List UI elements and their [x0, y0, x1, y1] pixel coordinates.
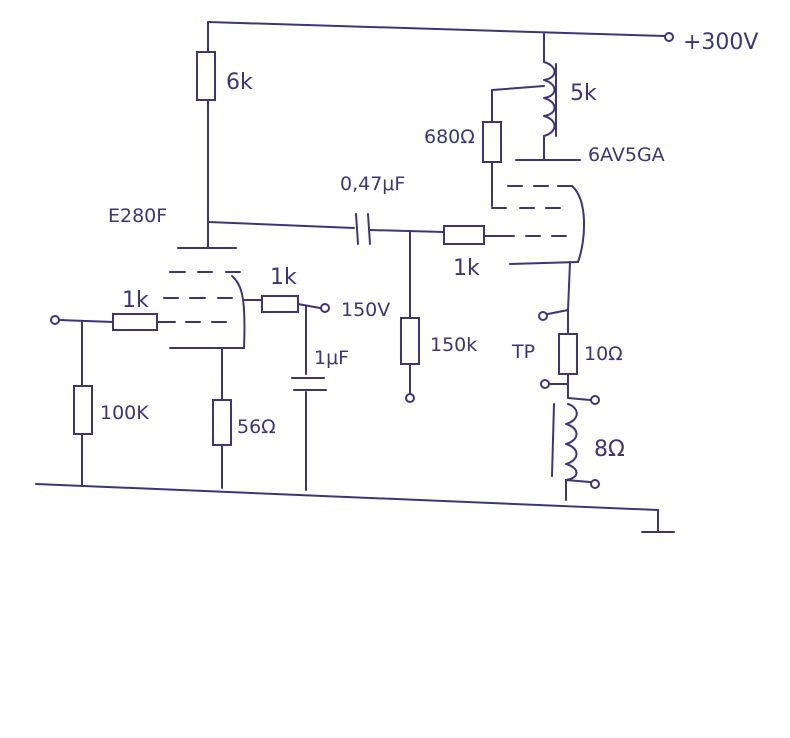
ground-rail: [35, 483, 675, 533]
anode-resistor-label: 6k: [226, 70, 253, 95]
supply-label: +300V: [683, 30, 758, 55]
test-point-label: TP: [511, 341, 535, 363]
output-transformer-primary: [543, 33, 557, 161]
supply-rail: [207, 21, 674, 42]
coupling-capacitor: [355, 213, 445, 245]
grid-leak-resistor: [73, 321, 93, 487]
plate-wire: [207, 221, 355, 229]
screen-resistor-label: 1k: [270, 265, 297, 290]
grid-stopper-label: 1k: [453, 256, 480, 281]
tube2: [491, 159, 585, 265]
cathode-resistor-label: 56Ω: [237, 416, 276, 438]
grid-resistor-label: 1k: [122, 288, 149, 313]
sense-resistor-label: 10Ω: [584, 343, 623, 365]
screen-stopper-label: 680Ω: [424, 126, 475, 148]
tube1: [159, 247, 246, 349]
cathode-chain: [538, 261, 600, 405]
screen-capacitor: [291, 305, 327, 491]
screen-resistor: [243, 295, 330, 313]
cathode-resistor: [212, 347, 232, 489]
grid-resistor: [112, 313, 171, 331]
tube2-label: 6AV5GA: [588, 144, 665, 166]
anode-resistor: [196, 21, 216, 249]
screen-voltage-label: 150V: [341, 299, 390, 321]
transformer-label: 5k: [570, 81, 597, 106]
grid-stopper: [443, 225, 501, 245]
grid-resistor-2: [400, 231, 420, 403]
grid-resistor-2-label: 150k: [430, 334, 477, 356]
input-terminal: [50, 315, 114, 325]
screen-cap-label: 1μF: [314, 347, 349, 369]
coupling-cap-label: 0,47μF: [340, 173, 405, 195]
grid-leak-label: 100K: [100, 402, 149, 424]
tube1-label: E280F: [108, 205, 167, 227]
output-transformer-secondary: [551, 403, 600, 501]
screen-stopper: [482, 85, 545, 207]
load-label: 8Ω: [594, 437, 625, 462]
